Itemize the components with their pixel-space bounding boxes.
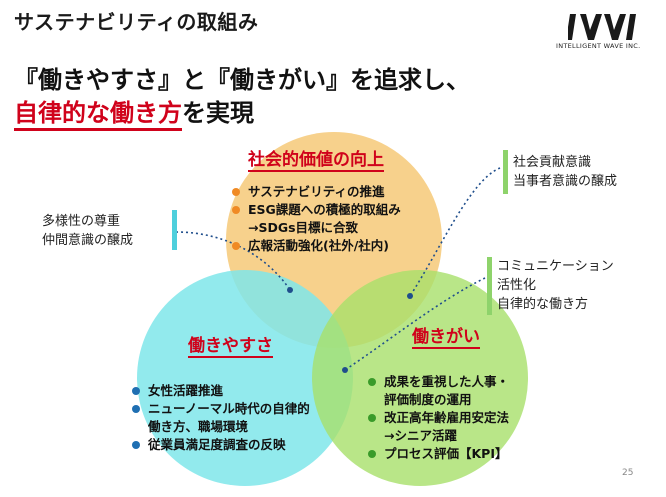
note-bar-left <box>172 210 177 250</box>
label-ease-of-work: 働きやすさ <box>188 331 273 358</box>
circle-worth <box>312 270 528 486</box>
list-item: サステナビリティの推進 <box>232 183 401 201</box>
bullet-icon <box>368 414 376 422</box>
headline-line-1: 『働きやすさ』と『働きがい』を追求し、 <box>14 66 470 94</box>
center-dot-bottom <box>342 367 348 373</box>
bullet-icon <box>368 450 376 458</box>
list-social: サステナビリティの推進 ESG課題への積極的取組み →SDGs目標に合致 広報活… <box>232 183 401 255</box>
page-title: サステナビリティの取組み <box>14 10 259 34</box>
list-item: 評価制度の運用 <box>384 392 472 407</box>
note-right: コミュニケーション 活性化 自律的な働き方 <box>497 259 614 312</box>
list-item: ニューノーマル時代の自律的 <box>132 400 310 418</box>
list-worth: 成果を重視した人事・ 評価制度の運用 改正高年齢雇用安定法 →シニア活躍 プロセ… <box>368 373 509 463</box>
list-item: 改正高年齢雇用安定法 <box>368 409 509 427</box>
list-item: →シニア活躍 <box>384 428 457 443</box>
list-item: プロセス評価【KPI】 <box>368 445 509 463</box>
list-item: →SDGs目標に合致 <box>248 220 359 235</box>
list-item: 成果を重視した人事・ <box>368 373 509 391</box>
bullet-icon <box>132 441 140 449</box>
list-easy: 女性活躍推進 ニューノーマル時代の自律的 働き方、職場環境 従業員満足度調査の反… <box>132 382 310 454</box>
connector-left <box>175 231 291 291</box>
note-left: 多様性の尊重 仲間意識の醸成 <box>42 214 134 248</box>
company-logo <box>568 14 636 40</box>
list-item: 女性活躍推進 <box>132 382 310 400</box>
label-job-satisfaction: 働きがい <box>412 322 480 349</box>
list-item: 広報活動強化(社外/社内) <box>232 237 401 255</box>
list-item: 働き方、職場環境 <box>148 419 249 434</box>
logo-text: INTELLIGENT WAVE INC. <box>556 42 641 50</box>
bullet-icon <box>368 378 376 386</box>
bullet-icon <box>132 387 140 395</box>
bullet-icon <box>232 242 240 250</box>
bullet-icon <box>232 206 240 214</box>
bullet-icon <box>132 405 140 413</box>
list-item: ESG課題への積極的取組み <box>232 201 401 219</box>
circle-easy <box>137 270 353 486</box>
label-social-value: 社会的価値の向上 <box>248 145 384 172</box>
note-bar-right <box>487 257 492 315</box>
note-bar-top-right <box>503 150 508 194</box>
headline-accent: 自律的な働き方 <box>14 99 182 131</box>
headline-line-2: 自律的な働き方を実現 <box>14 93 254 131</box>
headline-rest: を実現 <box>182 99 254 127</box>
list-item: 従業員満足度調査の反映 <box>132 436 310 454</box>
bullet-icon <box>232 188 240 196</box>
note-top-right: 社会貢献意識 当事者意識の醸成 <box>513 155 618 189</box>
page-number: 25 <box>622 468 634 478</box>
